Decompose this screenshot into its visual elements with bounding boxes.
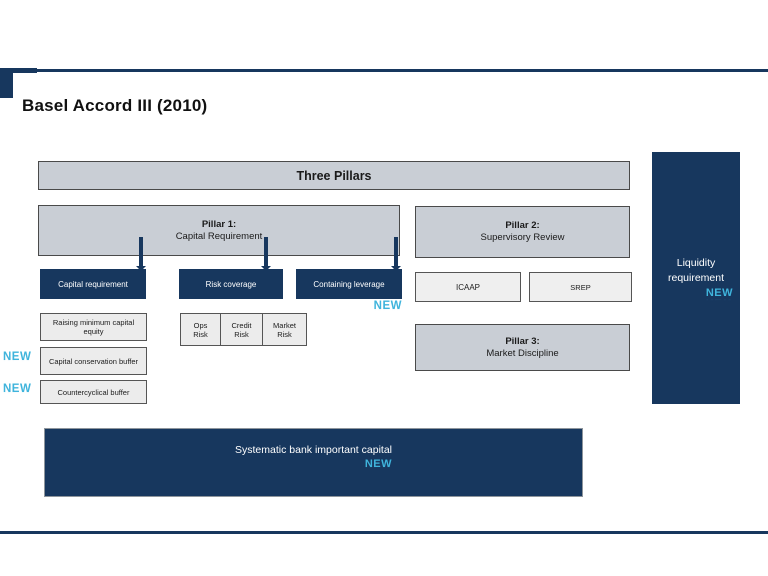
bottom-rule	[0, 531, 768, 534]
pillar3-subtitle: Market Discipline	[486, 347, 559, 359]
liquidity-requirement-box: Liquidity requirement NEW	[652, 152, 740, 404]
containing-leverage-box: Containing leverage	[296, 269, 402, 299]
ops-risk-cell: Ops Risk	[180, 313, 221, 346]
containing-leverage-label: Containing leverage	[313, 279, 385, 289]
new-badge-liquidity: NEW	[705, 286, 733, 299]
liquidity-requirement-label: Liquidity requirement	[667, 256, 725, 284]
new-badge-capital-conservation: NEW	[3, 351, 32, 363]
three-pillars-label: Three Pillars	[296, 168, 372, 183]
pillar1-subtitle: Capital Requirement	[175, 230, 263, 242]
market-risk-label: Market Risk	[273, 320, 296, 339]
capital-conservation-buffer-box: Capital conservation buffer	[40, 347, 147, 375]
corner-accent-notch	[13, 73, 37, 98]
capital-requirement-label: Capital requirement	[58, 279, 128, 289]
pillar3-box: Pillar 3: Market Discipline	[415, 324, 630, 371]
capital-requirement-box: Capital requirement	[40, 269, 146, 299]
new-badge-countercyclical: NEW	[3, 383, 32, 395]
srep-box: SREP	[529, 272, 632, 302]
pillar2-subtitle: Supervisory Review	[480, 232, 565, 243]
pillar1-box: Pillar 1: Capital Requirement	[38, 205, 400, 256]
market-risk-cell: Market Risk	[262, 313, 307, 346]
credit-risk-cell: Credit Risk	[220, 313, 263, 346]
three-pillars-header: Three Pillars	[38, 161, 630, 190]
connector-arrow	[391, 237, 401, 271]
countercyclical-buffer-box: Countercyclical buffer	[40, 380, 147, 404]
new-badge-containing-leverage: NEW	[373, 300, 402, 312]
systemic-capital-content: Systematic bank important capital NEW	[235, 443, 392, 470]
risk-coverage-label: Risk coverage	[205, 279, 257, 289]
systemic-capital-label: Systematic bank important capital	[235, 444, 392, 456]
icaap-label: ICAAP	[455, 282, 480, 292]
srep-label: SREP	[570, 282, 591, 292]
connector-arrow	[261, 237, 271, 271]
pillar2-title: Pillar 2:	[505, 220, 540, 231]
new-badge-systemic: NEW	[364, 458, 392, 470]
pillar3-title: Pillar 3:	[505, 335, 540, 347]
ops-risk-label: Ops Risk	[193, 320, 208, 339]
connector-arrow	[136, 237, 146, 271]
systemic-capital-box: Systematic bank important capital NEW	[44, 428, 583, 497]
slide-title: Basel Accord III (2010)	[22, 96, 208, 115]
capital-conservation-buffer-label: Capital conservation buffer	[48, 356, 139, 366]
credit-risk-label: Credit Risk	[231, 320, 252, 339]
pillar2-box: Pillar 2: Supervisory Review	[415, 206, 630, 258]
risk-coverage-box: Risk coverage	[179, 269, 283, 299]
icaap-box: ICAAP	[415, 272, 521, 302]
top-rule	[0, 69, 768, 72]
risk-types-row: Ops Risk Credit Risk Market Risk	[180, 313, 307, 346]
countercyclical-buffer-label: Countercyclical buffer	[57, 387, 130, 397]
pillar1-title: Pillar 1:	[201, 218, 237, 230]
raising-minimum-capital-label: Raising minimum capital equity	[52, 318, 135, 336]
raising-minimum-capital-box: Raising minimum capital equity	[40, 313, 147, 341]
